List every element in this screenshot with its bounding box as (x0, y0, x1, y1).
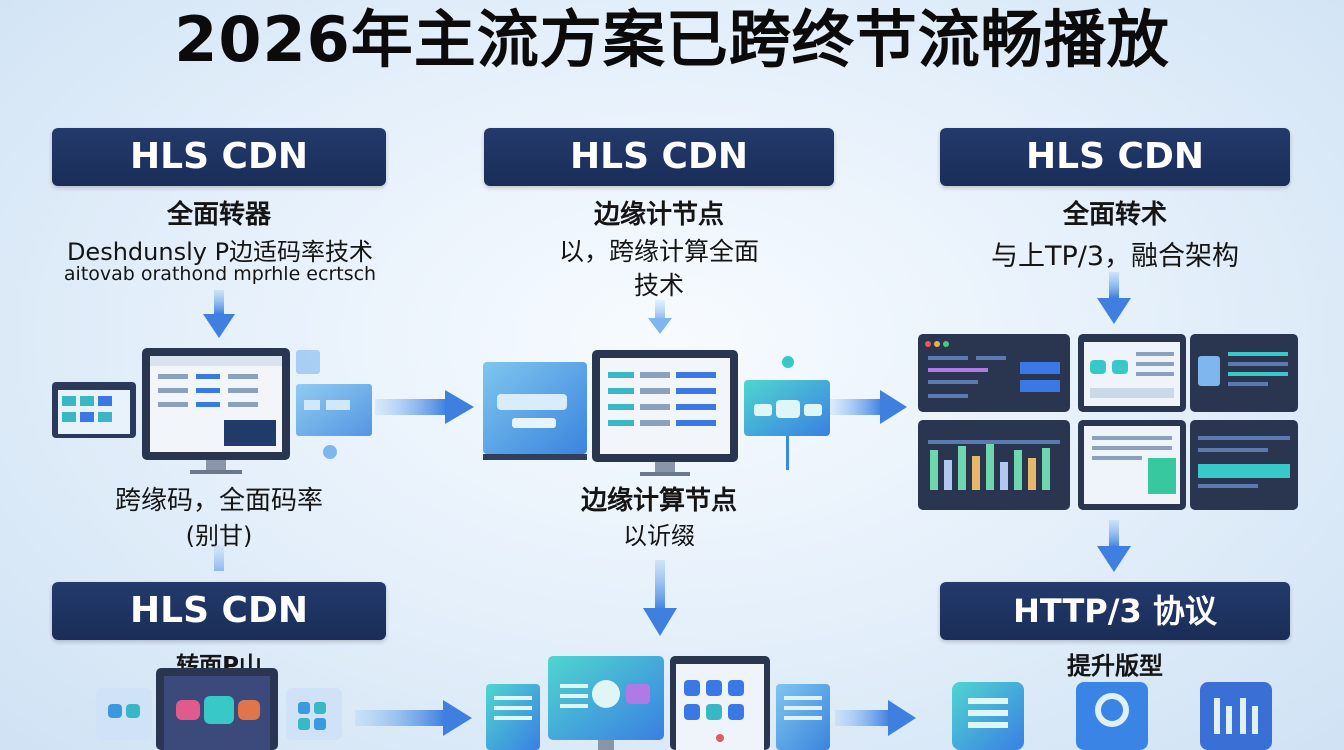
col2-line2: 技术 (633, 271, 684, 300)
monitor-illustration-col1 (52, 348, 372, 474)
monitor-illustration-col2 (483, 350, 830, 476)
col3-line1: 与上TP/3，融合架构 (990, 241, 1240, 272)
arrow-down-col2 (648, 300, 672, 334)
arrow-down-col1-bottom (214, 545, 224, 571)
dashboard-illustration-col3 (918, 334, 1298, 510)
hls-cdn-badge-left: HLS CDN (52, 128, 386, 186)
arrow-right-1 (375, 390, 474, 424)
col1-line1: Deshdunsly P边适码率技术 (66, 238, 374, 266)
col2-caption1: 边缘计算节点 (580, 486, 737, 516)
bottom-devices-right (952, 682, 1272, 750)
http3-badge: HTTP/3 协议 (940, 582, 1290, 640)
col1-line2: aitovab orathond mprhle ecrtsch (63, 263, 377, 285)
bottom-right-heading: 提升版型 (1067, 652, 1163, 680)
col2-line1: 以，跨缘计算全面 (558, 237, 759, 266)
hls-cdn-badge-bottom: HLS CDN (52, 582, 386, 640)
arrow-right-2 (830, 390, 907, 424)
arrow-right-3 (355, 700, 472, 736)
hls-cdn-badge-right: HLS CDN (940, 128, 1290, 186)
arrow-right-4 (835, 700, 916, 736)
col2-caption2: 以䜣缀 (623, 522, 695, 550)
col1-caption1: 跨缘码，全面码率 (114, 486, 323, 516)
bottom-devices-center (486, 656, 830, 750)
arrow-down-col1 (203, 290, 235, 338)
col2-heading: 边缘计节点 (593, 200, 724, 230)
arrow-down-col3-bottom (1097, 520, 1131, 572)
bottom-devices-left (96, 668, 342, 750)
col3-heading: 全面转术 (1062, 200, 1167, 230)
arrow-down-col3 (1097, 272, 1131, 324)
arrow-down-col2-bottom (643, 560, 677, 636)
page-title: 2026年主流方案已跨终节流畅播放 (174, 3, 1170, 76)
hls-cdn-badge-center: HLS CDN (484, 128, 834, 186)
col1-heading: 全面转器 (166, 200, 271, 230)
